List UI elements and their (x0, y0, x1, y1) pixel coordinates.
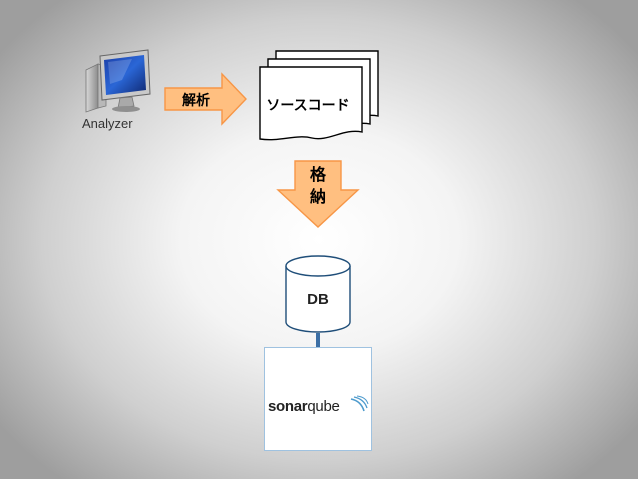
sonarqube-logo: sonarqube (268, 398, 348, 415)
db-connector-line (316, 333, 320, 348)
store-char-1: 格 (309, 165, 326, 184)
sonarqube-logo-light: qube (307, 398, 340, 415)
source-code-documents (252, 50, 382, 150)
store-char-2: 納 (309, 187, 326, 206)
sonarqube-waves-icon (349, 395, 369, 415)
store-arrow (276, 160, 360, 228)
store-label: 格 納 (296, 164, 340, 208)
analyze-label: 解析 (182, 93, 210, 109)
analyze-arrow (164, 72, 248, 126)
sonarqube-logo-bold: sonar (268, 398, 308, 415)
analyzer-label: Analyzer (82, 116, 133, 131)
source-code-label: ソースコード (266, 98, 350, 114)
database-label: DB (307, 291, 329, 308)
computer-monitor-icon (82, 49, 154, 116)
database-cylinder-icon (284, 254, 352, 334)
